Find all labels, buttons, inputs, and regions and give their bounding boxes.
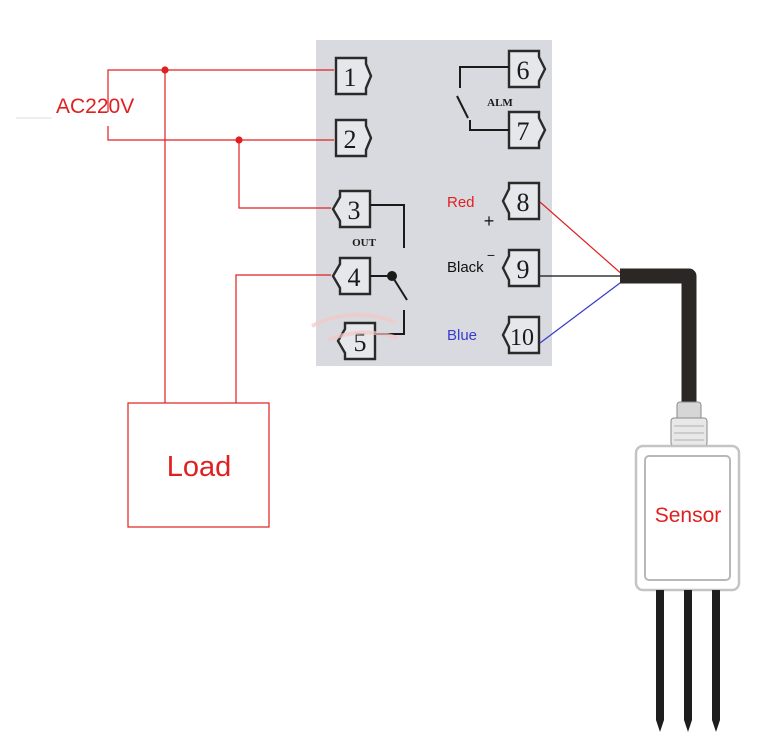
blue-wire-label: Blue (447, 327, 477, 344)
sensor-probes (656, 590, 720, 732)
terminal-2: 2 (334, 118, 373, 158)
terminal-8-label: 8 (517, 188, 530, 217)
terminal-7: 7 (507, 110, 547, 150)
cable-gland (670, 401, 708, 447)
terminal-6-label: 6 (517, 56, 530, 85)
junction-dot (161, 66, 169, 74)
terminal-4: 4 (331, 256, 372, 296)
ac-supply-wiring (107, 69, 334, 403)
sensor-inner-panel (644, 455, 731, 581)
terminal-3-label: 3 (348, 196, 361, 225)
black-wire-label: Black (447, 259, 484, 276)
terminal-10: 10 (501, 315, 541, 355)
terminal-9: 9 (501, 248, 541, 288)
alm-relay-symbol (456, 66, 509, 131)
load-box (127, 402, 270, 528)
terminal-7-label: 7 (517, 117, 530, 146)
terminal-9-label: 9 (517, 255, 530, 284)
red-wire-label: Red (447, 194, 475, 211)
plus-sign: + (484, 211, 495, 231)
watermark (311, 312, 399, 342)
alm-label: ALM (487, 97, 513, 109)
minus-sign: − (487, 247, 495, 263)
terminal-4-label: 4 (348, 263, 361, 292)
terminal-1: 1 (334, 56, 373, 96)
blue-wire (539, 279, 625, 344)
terminal-1-label: 1 (344, 63, 357, 92)
red-wire (539, 201, 625, 277)
terminal-8: 8 (501, 181, 541, 221)
terminal-6: 6 (507, 49, 547, 89)
load-label: Load (167, 451, 232, 483)
terminal-10-label: 10 (510, 325, 534, 351)
sensor-cable (620, 268, 697, 404)
ac220v-label: AC220V (56, 95, 134, 118)
terminal-5-label: 5 (354, 328, 367, 357)
terminal-2-label: 2 (344, 125, 357, 154)
out-label: OUT (352, 237, 377, 249)
terminal-3: 3 (331, 189, 372, 229)
sensor-label: Sensor (655, 504, 722, 527)
junction-dot (235, 136, 243, 144)
